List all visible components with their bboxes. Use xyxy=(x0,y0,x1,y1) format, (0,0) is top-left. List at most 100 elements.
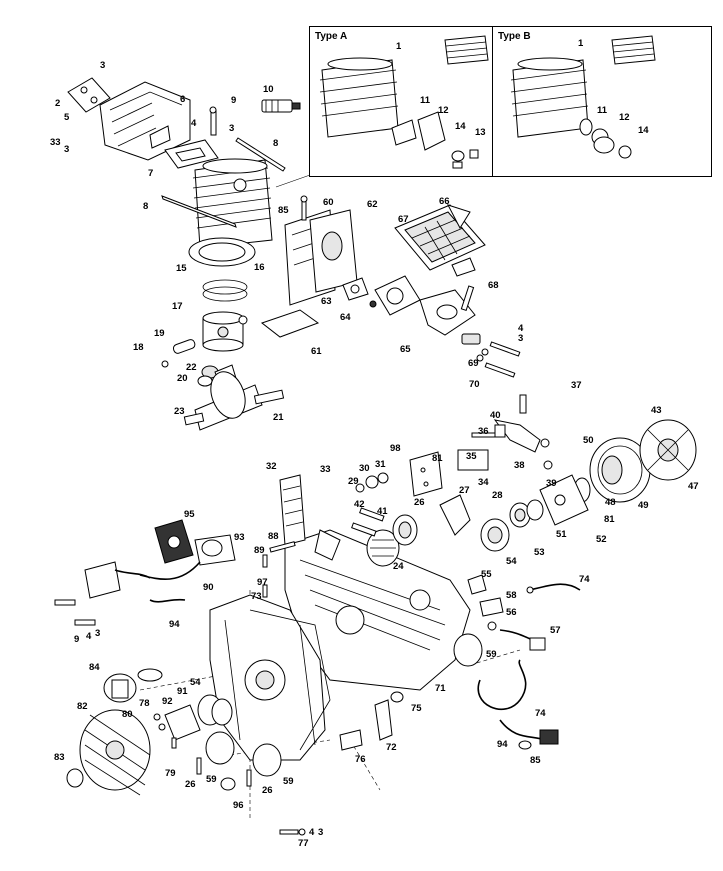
callout: 75 xyxy=(411,703,422,714)
muffler-bracket xyxy=(67,77,111,113)
parts-29-31 xyxy=(355,472,389,493)
callout: 21 xyxy=(273,412,284,423)
callout: 30 xyxy=(359,463,370,474)
callout: 16 xyxy=(254,262,265,273)
callout: 52 xyxy=(596,534,607,545)
callout: 3 xyxy=(100,60,105,71)
callout: 54 xyxy=(506,556,517,567)
callout: 37 xyxy=(571,380,582,391)
callout: 15 xyxy=(176,263,187,274)
callout: 12 xyxy=(438,105,449,116)
callout: 2 xyxy=(55,98,60,109)
bearing-53-54 xyxy=(480,499,544,552)
spring-box-35 xyxy=(457,449,489,471)
oil-pump-52 xyxy=(539,474,589,526)
callout: 24 xyxy=(393,561,404,572)
piston-rings xyxy=(202,279,248,302)
ignition-coil xyxy=(139,534,236,581)
muffler-gasket xyxy=(164,139,219,169)
callout: 50 xyxy=(583,435,594,446)
callout: 3 xyxy=(95,628,100,639)
inset-a-parts xyxy=(319,35,489,169)
callout: 3 xyxy=(229,123,234,134)
seal-91-92 xyxy=(164,694,233,741)
callout: 67 xyxy=(398,214,409,225)
clutch-drum xyxy=(589,437,651,503)
callout: 91 xyxy=(177,686,188,697)
callout: 85 xyxy=(278,205,289,216)
callout: 64 xyxy=(340,312,351,323)
callout: 41 xyxy=(377,506,388,517)
cylinder-base-gasket xyxy=(188,237,256,267)
callout: 62 xyxy=(367,199,378,210)
callout: 35 xyxy=(466,451,477,462)
callout: 5 xyxy=(64,112,70,123)
callout: 31 xyxy=(375,459,386,470)
inset-b-title: Type B xyxy=(498,31,531,42)
parts-96-26 xyxy=(196,757,252,791)
filter-knob xyxy=(446,204,471,230)
part-27 xyxy=(439,494,471,536)
chain-tensioner xyxy=(493,394,550,453)
filter-base xyxy=(419,289,476,336)
callout: 32 xyxy=(266,461,277,472)
plate-98 xyxy=(409,451,443,497)
callout: 69 xyxy=(468,358,479,369)
crankcase-half xyxy=(209,594,326,761)
callout: 10 xyxy=(263,84,274,95)
callout: 55 xyxy=(481,569,492,580)
av-mounts-59 xyxy=(205,633,483,777)
gasket-61 xyxy=(260,309,320,338)
pins-42 xyxy=(351,507,385,537)
crankcase-gasket xyxy=(249,609,331,751)
callout: 27 xyxy=(459,485,470,496)
intake-manifold xyxy=(284,209,358,306)
cylinder-bolts xyxy=(161,137,286,228)
piston-pin xyxy=(161,315,248,368)
callout: 74 xyxy=(535,708,546,719)
spark-plug xyxy=(261,99,301,113)
callout: 88 xyxy=(268,531,279,542)
callout: 97 xyxy=(257,577,268,588)
callout: 1 xyxy=(396,41,402,52)
callout: 12 xyxy=(619,112,630,123)
wire-94 xyxy=(149,598,186,603)
callout: 28 xyxy=(492,490,503,501)
callout: 73 xyxy=(251,591,262,602)
callout: 3 xyxy=(318,827,323,838)
callout: 83 xyxy=(54,752,65,763)
callout: 59 xyxy=(283,776,294,787)
callout: 85 xyxy=(530,755,541,766)
piston xyxy=(202,311,244,352)
callout: 26 xyxy=(185,779,196,790)
callout: 98 xyxy=(390,443,401,454)
callout: 26 xyxy=(262,785,273,796)
crankshaft xyxy=(183,364,285,431)
callout: 29 xyxy=(348,476,359,487)
clutch-43 xyxy=(639,419,697,481)
callout: 43 xyxy=(651,405,662,416)
callout: 82 xyxy=(77,701,88,712)
callout: 42 xyxy=(354,499,365,510)
ignition-insulator xyxy=(154,519,194,564)
parts-78-80 xyxy=(153,713,177,749)
callout: 63 xyxy=(321,296,332,307)
handle-72 xyxy=(374,699,393,741)
callout: 80 xyxy=(122,709,133,720)
callout: 94 xyxy=(169,619,180,630)
callout: 11 xyxy=(420,95,431,106)
carburetor xyxy=(369,275,421,316)
cylinder xyxy=(192,158,273,249)
callout: 96 xyxy=(233,800,244,811)
callout: 76 xyxy=(355,754,366,765)
callout: 4 xyxy=(518,323,524,334)
callout: 57 xyxy=(550,625,561,636)
callout: 81 xyxy=(432,453,443,464)
callout: 36 xyxy=(478,426,489,437)
callout: 66 xyxy=(439,196,450,207)
callout: 33 xyxy=(320,464,331,475)
callout: 13 xyxy=(475,127,486,138)
callout: 95 xyxy=(184,509,195,520)
callout: 18 xyxy=(133,342,144,353)
